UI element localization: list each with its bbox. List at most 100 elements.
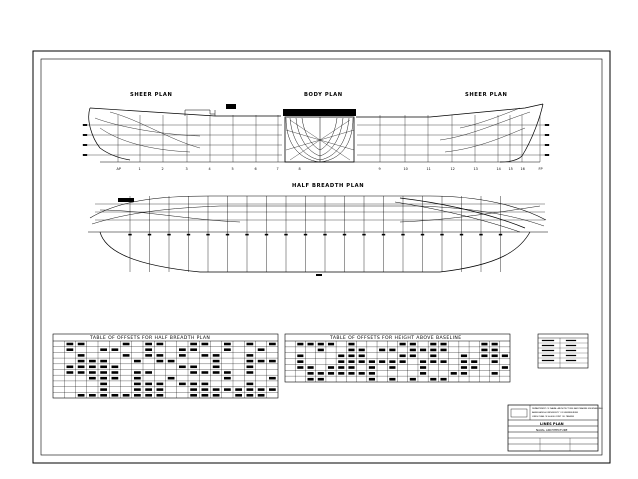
sheer-plan-right-title: SHEER PLAN: [465, 92, 507, 98]
table-cell-value: [201, 354, 209, 357]
table-cell-value: [179, 382, 186, 386]
hb-station-tag: [323, 233, 327, 236]
table-cell-value: [224, 376, 231, 380]
waterline-tag: [544, 134, 550, 136]
table-cell-value: [460, 354, 468, 358]
table-cell-value: [89, 394, 96, 397]
funnel-left: [226, 104, 236, 109]
particulars-value: [565, 339, 577, 342]
table-cell-value: [389, 377, 396, 381]
table-cell-value: [491, 348, 498, 352]
table-cell-value: [145, 382, 152, 386]
table-cell-value: [66, 365, 74, 369]
table-cell-value: [491, 354, 498, 358]
station-label: FP: [539, 167, 543, 171]
station-label: 14: [497, 167, 501, 171]
table-cell-value: [307, 342, 314, 346]
table-cell-value: [77, 359, 85, 363]
hb-station-tag: [225, 233, 230, 236]
table-cell-value: [348, 354, 355, 358]
table-cell-value: [450, 372, 457, 375]
table-cell-value: [89, 365, 96, 369]
table-cell-value: [338, 366, 345, 369]
table-cell-value: [111, 348, 119, 351]
table-cell-value: [201, 394, 209, 397]
table-cell-value: [145, 342, 152, 346]
table-cell-value: [201, 382, 209, 386]
table-cell-value: [420, 348, 427, 352]
table-cell-value: [399, 354, 406, 358]
table-cell-value: [430, 348, 437, 352]
table-cell-value: [66, 371, 74, 374]
particulars-label: [541, 339, 555, 342]
hb-waterline-2: [91, 205, 545, 227]
table-cell-value: [460, 360, 468, 363]
table-cell-value: [77, 342, 85, 346]
table-cell-value: [430, 360, 437, 363]
table-cell-value: [89, 376, 96, 380]
table-cell-value: [224, 348, 231, 351]
table-cell-value: [156, 394, 164, 397]
table-cell-value: [246, 388, 254, 391]
table-cell-value: [212, 365, 220, 369]
table-cell-value: [235, 394, 242, 397]
title-block-line2: BANGLADESH UNIVERSITY OF ENGINEERING: [532, 411, 578, 414]
hb-deckhouse: [118, 198, 134, 202]
table-cell-value: [212, 359, 220, 363]
station-label: 3: [186, 167, 188, 171]
hb-station-tag: [342, 233, 347, 236]
table-cell-value: [297, 366, 304, 369]
hb-diagonal-bow: [399, 197, 526, 229]
table-cell-value: [368, 366, 375, 369]
station-label: 2: [162, 167, 164, 171]
table-cell-value: [66, 348, 74, 351]
table-cell-value: [246, 354, 254, 357]
waterline-tag: [544, 124, 550, 126]
table-cell-value: [111, 376, 119, 380]
table-cell-value: [389, 366, 396, 369]
hb-station-tag: [147, 233, 152, 236]
particulars-label: [541, 354, 555, 357]
hb-station-tag: [264, 233, 269, 236]
table-cell-value: [167, 359, 175, 363]
waterline-tag: [544, 154, 550, 156]
particulars-value: [565, 344, 577, 347]
title-block: DEPARTMENT OF NAVAL ARCHITECTURE AND MAR…: [507, 404, 603, 452]
title-block-line1: DEPARTMENT OF NAVAL ARCHITECTURE AND MAR…: [532, 407, 603, 410]
half-breadth-longitudinals: [95, 203, 545, 221]
sheer-plan-left-title: SHEER PLAN: [130, 92, 172, 98]
table-cell-value: [212, 354, 220, 357]
table-cell-value: [297, 342, 304, 346]
table-cell-value: [269, 376, 276, 380]
table-cell-value: [100, 348, 107, 351]
table-cell-value: [235, 388, 242, 391]
table-cell-value: [317, 372, 324, 375]
table-cell-value: [246, 365, 254, 369]
table-cell-value: [317, 377, 324, 381]
table-cell-value: [156, 388, 164, 391]
table-cell-value: [224, 342, 231, 346]
waterline-tag: [544, 144, 550, 146]
table-cell-value: [145, 348, 152, 351]
table-cell-value: [134, 382, 141, 386]
table-left-title: TABLE OF OFFSETS FOR HALF BREADTH PLAN: [89, 335, 210, 341]
hb-station-tag: [284, 233, 288, 236]
table-cell-value: [201, 388, 209, 391]
table-cell-value: [145, 388, 152, 391]
half-breadth-group: HALF BREADTH PLAN: [88, 183, 548, 276]
station-label: 4: [209, 167, 211, 171]
stern-buttock-3: [109, 111, 201, 149]
station-label: 5: [232, 167, 234, 171]
table-cell-value: [122, 342, 130, 346]
table-cell-value: [100, 382, 107, 386]
table-cell-value: [111, 394, 119, 397]
table-cell-value: [122, 354, 130, 357]
table-cell-value: [100, 371, 107, 374]
table-cell-value: [317, 342, 324, 346]
table-cell-value: [156, 382, 164, 386]
table-cell-value: [440, 348, 447, 352]
table-cell-value: [89, 371, 96, 374]
table-cell-value: [246, 394, 254, 397]
